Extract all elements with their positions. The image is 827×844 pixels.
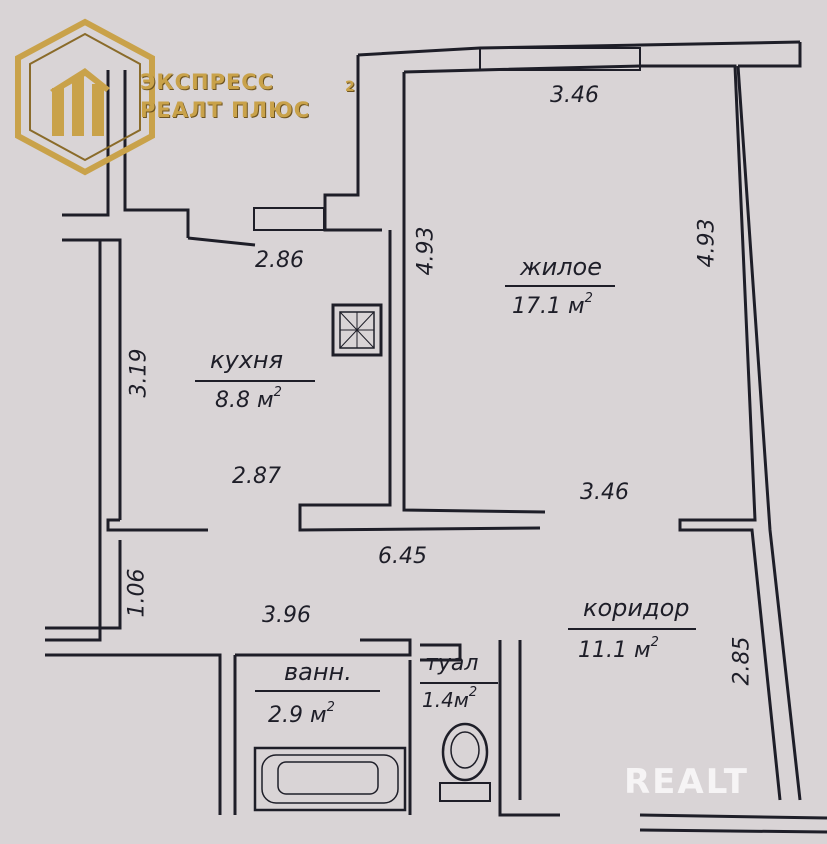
dim-corridor-right: 2.85 <box>729 636 755 686</box>
underline-bath <box>255 690 380 692</box>
logo-emblem <box>10 18 160 176</box>
room-toilet-name: туал <box>425 651 479 676</box>
dim-kitchen-top: 2.86 <box>255 248 304 273</box>
room-living-name: жилое <box>520 253 603 281</box>
underline-kitchen <box>195 380 315 382</box>
dim-living-right: 4.93 <box>694 218 720 268</box>
dim-living-bottom: 3.46 <box>580 480 629 505</box>
logo-text-line1: ЭКСПРЕСС <box>140 70 275 94</box>
room-living-area: 17.1 м2 <box>512 291 593 319</box>
dim-kitchen-left: 3.19 <box>126 348 152 398</box>
wall-bottom-right <box>639 813 827 820</box>
room-kitchen-name: кухня <box>210 346 284 374</box>
wall-kitchen-left <box>45 240 102 642</box>
underline-living <box>505 285 615 287</box>
wall-bath-top <box>45 653 222 815</box>
room-bath-area: 2.9 м2 <box>268 700 335 728</box>
dim-corridor-bottom: 3.96 <box>262 603 311 628</box>
window-top <box>479 47 641 71</box>
room-corridor-name: коридор <box>583 594 690 622</box>
wall-kitchen-living <box>298 230 541 532</box>
logo-text-line2: РЕАЛТ ПЛЮС <box>140 98 311 122</box>
dim-kitchen-bottom: 2.87 <box>232 464 281 489</box>
bathtub <box>253 746 407 812</box>
room-kitchen-area: 8.8 м2 <box>215 385 282 413</box>
wall-top <box>357 40 801 57</box>
underline-corridor <box>568 628 696 630</box>
dim-living-top: 3.46 <box>550 83 599 108</box>
wall-ledge <box>323 55 382 232</box>
realt-watermark: REALT <box>624 762 749 802</box>
window-kitchen <box>253 207 325 231</box>
toilet <box>439 722 491 802</box>
stove <box>331 303 383 357</box>
dim-living-left: 4.93 <box>413 226 439 276</box>
room-bath-name: ванн. <box>284 658 352 686</box>
logo-superscript: 2 <box>345 79 356 95</box>
room-corridor-area: 11.1 м2 <box>578 635 659 663</box>
wall-left-top <box>62 70 110 217</box>
underline-toilet <box>420 682 498 684</box>
walls <box>45 40 827 834</box>
wall-top-inner <box>403 64 720 74</box>
room-toilet-area: 1.4м2 <box>422 685 478 712</box>
wall-right-outer <box>678 64 782 801</box>
dim-corridor-left: 1.06 <box>124 568 150 618</box>
dim-corridor-length: 6.45 <box>378 544 427 569</box>
